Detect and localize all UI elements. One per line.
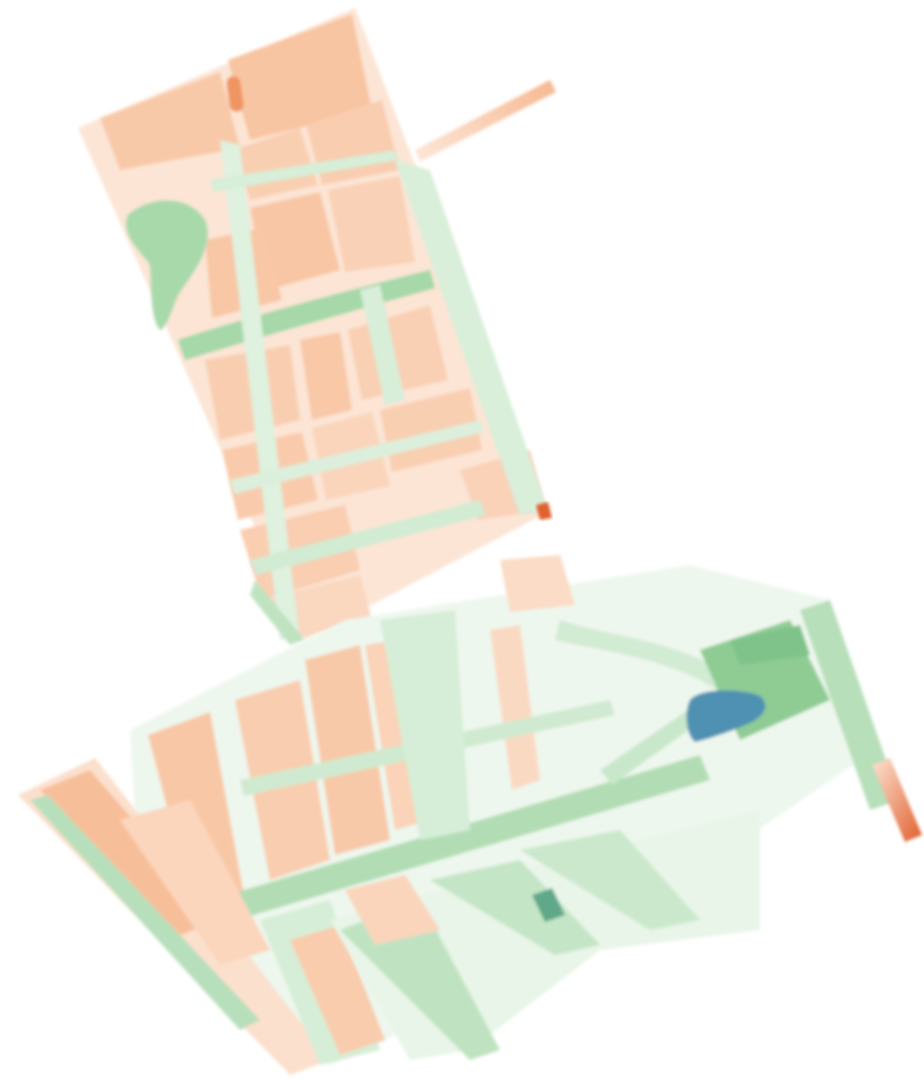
green-strip — [250, 580, 305, 645]
parcel — [250, 192, 340, 290]
parcel — [290, 925, 385, 1055]
southwest-zone — [18, 758, 385, 1075]
parcel — [100, 72, 240, 170]
green-road — [555, 620, 760, 712]
parcel — [300, 332, 352, 420]
green-strip — [230, 420, 484, 494]
park-dark — [532, 888, 565, 922]
east-tail — [872, 758, 922, 842]
park-dark — [730, 625, 810, 665]
parcel — [328, 176, 415, 272]
north-green-network — [126, 140, 548, 645]
parcel — [120, 800, 270, 965]
green-strip — [220, 140, 300, 640]
green-road — [380, 610, 470, 840]
pond-green — [126, 200, 208, 330]
parcel — [148, 712, 245, 900]
parcel — [228, 14, 372, 140]
hotspot — [536, 502, 552, 520]
parcel — [500, 555, 575, 612]
parcel — [490, 625, 540, 790]
green-strip — [360, 285, 405, 405]
green-strip — [250, 500, 486, 575]
parcel — [345, 875, 440, 945]
northeast-spur — [415, 80, 556, 162]
north-zone-base — [78, 8, 548, 640]
parcel — [305, 645, 390, 855]
green-strip — [395, 160, 548, 515]
green-road — [30, 795, 260, 1030]
green-road — [210, 755, 710, 925]
east-green — [800, 600, 900, 810]
pond-blue — [686, 690, 766, 742]
green-strip — [210, 150, 398, 192]
green-road — [520, 830, 700, 930]
hotspot — [226, 76, 244, 112]
southeast-zone — [330, 810, 760, 1060]
green-road — [430, 860, 600, 955]
